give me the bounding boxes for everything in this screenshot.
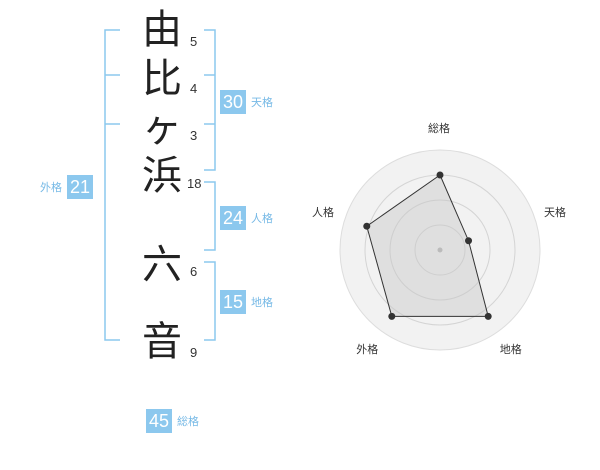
stroke-count-2: 4	[190, 81, 198, 96]
name-char-4: 浜	[142, 153, 182, 199]
soukaku-value: 45	[146, 409, 173, 433]
radar-axis-label-1: 総格	[428, 122, 450, 135]
gaikaku-bracket	[104, 29, 120, 341]
soukaku-label: 総格	[177, 415, 200, 428]
radar-axis-label-4: 外格	[356, 342, 379, 356]
tenkaku-fortune: 30 天格	[220, 90, 273, 114]
radar-point-5	[363, 222, 371, 230]
chikaku-label: 地格	[251, 296, 274, 309]
tenkaku-label: 天格	[251, 96, 274, 109]
radar-chart	[339, 149, 541, 351]
radar-ring	[414, 224, 466, 276]
name-char-1: 由	[142, 7, 182, 53]
stroke-count-5: 6	[190, 264, 198, 279]
radar-axis-label-2: 天格	[544, 206, 567, 220]
radar-point-1	[436, 171, 444, 179]
tenkaku-bracket	[204, 29, 216, 171]
stroke-count-6: 9	[190, 345, 198, 360]
tenkaku-value: 30	[220, 90, 247, 114]
stroke-count-3: 3	[190, 128, 198, 143]
soukaku-fortune: 45 総格	[146, 409, 199, 433]
name-char-5: 六	[142, 242, 182, 288]
chikaku-value: 15	[220, 290, 247, 314]
radar-ring	[389, 199, 491, 301]
jinkaku-value: 24	[220, 206, 247, 230]
jinkaku-fortune: 24 人格	[220, 206, 273, 230]
gaikaku-value: 21	[67, 175, 94, 199]
radar-point-2	[465, 237, 473, 245]
radar-point-4	[388, 312, 396, 320]
radar-axis-label-3: 地格	[499, 342, 522, 356]
gaikaku-fortune: 外格 21	[40, 175, 94, 199]
radar-polygon	[366, 174, 489, 317]
name-char-6: 音	[142, 319, 182, 365]
stroke-count-4: 18	[187, 176, 202, 191]
radar-point-3	[484, 312, 492, 320]
radar-axis-label-5: 人格	[311, 206, 334, 220]
gaikaku-label: 外格	[40, 181, 62, 194]
name-char-2: 比	[142, 56, 182, 102]
chikaku-fortune: 15 地格	[220, 290, 273, 314]
stroke-count-1: 5	[190, 34, 198, 49]
jinkaku-bracket	[204, 181, 216, 251]
name-char-3: ヶ	[142, 105, 182, 151]
jinkaku-label: 人格	[251, 212, 274, 225]
radar-center	[437, 247, 443, 253]
chikaku-bracket	[204, 261, 216, 341]
